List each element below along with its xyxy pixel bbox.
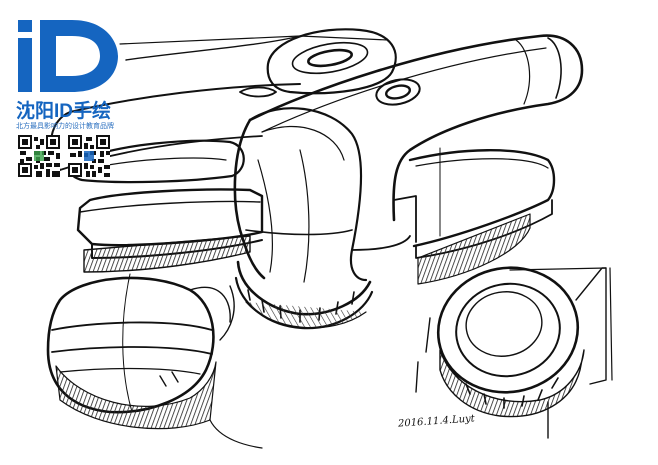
detail-blade-disc-right — [415, 266, 607, 418]
main-lint-remover — [233, 34, 584, 330]
qr-code-icon — [68, 135, 110, 177]
brand-subtitle: 北方最具影响力的设计教育品牌 — [16, 123, 114, 130]
rear-lint-remover — [50, 28, 397, 273]
id-logo-icon — [18, 20, 118, 92]
detail-blade-cover-left — [46, 273, 231, 430]
qr-code-icon — [18, 135, 60, 177]
brand-title: 沈阳ID手绘 — [16, 101, 112, 122]
